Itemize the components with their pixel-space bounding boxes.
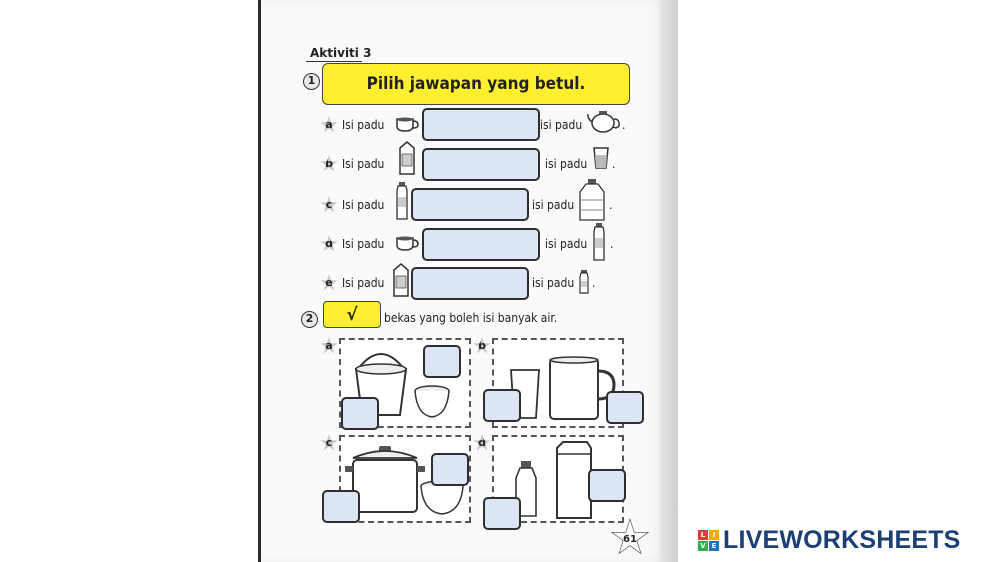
answer-box-a[interactable] [422, 108, 540, 141]
question-1-badge: 1 [303, 73, 320, 90]
cooking-pot-icon [345, 444, 425, 516]
cup-icon [395, 116, 419, 134]
row-e-period: . [592, 276, 596, 290]
row-d-right-label: isi padu [545, 237, 588, 251]
logo-letter-e: E [709, 541, 719, 551]
instruction-banner: Pilih jawapan yang betul. [322, 63, 630, 105]
activity-title: Aktiviti 3 [310, 46, 372, 60]
water-gallon-icon [578, 178, 606, 222]
answer-box-panel-a-1[interactable] [423, 345, 461, 378]
row-b-right-label: isi padu [545, 157, 588, 171]
answer-box-d[interactable] [422, 228, 540, 261]
small-bottle-icon [578, 269, 590, 295]
teapot-icon [586, 108, 622, 134]
water-bottle-icon [395, 181, 409, 221]
bowl-icon [413, 385, 451, 421]
logo-letter-i: I [709, 530, 719, 540]
answer-box-panel-c-2[interactable] [322, 490, 360, 523]
row-c-period: . [609, 198, 613, 212]
row-e-right-label: isi padu [532, 276, 575, 290]
glass-icon [592, 146, 610, 170]
answer-box-panel-b-2[interactable] [606, 391, 644, 424]
logo-letter-v: V [698, 541, 708, 551]
row-c-left-label: Isi padu [342, 198, 385, 212]
milk-carton-icon [397, 140, 417, 176]
milk-carton-icon [391, 262, 411, 298]
row-b-left-label: Isi padu [342, 157, 385, 171]
tick-answer-box[interactable]: √ [323, 301, 381, 328]
answer-box-panel-a-2[interactable] [341, 397, 379, 430]
jug-icon [553, 440, 597, 520]
answer-box-c[interactable] [411, 188, 529, 221]
answer-box-panel-d-1[interactable] [588, 469, 626, 502]
answer-box-panel-c-1[interactable] [431, 453, 469, 486]
bottle-icon [512, 460, 540, 518]
row-b-period: . [612, 157, 616, 171]
liveworksheets-logo-icon: L I V E [698, 530, 719, 551]
question-2-text: bekas yang boleh isi banyak air. [384, 311, 558, 325]
activity-underline [306, 61, 362, 62]
row-d-left-label: Isi padu [342, 237, 385, 251]
answer-box-panel-b-1[interactable] [483, 389, 521, 422]
logo-letter-l: L [698, 530, 708, 540]
row-a-right-label: isi padu [540, 118, 583, 132]
row-c-right-label: isi padu [532, 198, 575, 212]
mug-icon [548, 355, 616, 421]
brand-name: LIVEWORKSHEETS [723, 526, 961, 554]
answer-box-e[interactable] [411, 267, 529, 300]
row-a-period: . [622, 118, 626, 132]
row-a-left-label: Isi padu [342, 118, 385, 132]
page-edge-shadow [660, 0, 678, 562]
answer-box-panel-d-2[interactable] [483, 497, 521, 530]
row-e-left-label: Isi padu [342, 276, 385, 290]
answer-box-b[interactable] [422, 148, 540, 181]
cup-icon [395, 235, 419, 253]
water-bottle-icon [592, 222, 606, 262]
liveworksheets-brand: L I V E LIVEWORKSHEETS [698, 526, 961, 555]
question-2-badge: 2 [301, 311, 318, 328]
row-d-period: . [610, 237, 614, 251]
